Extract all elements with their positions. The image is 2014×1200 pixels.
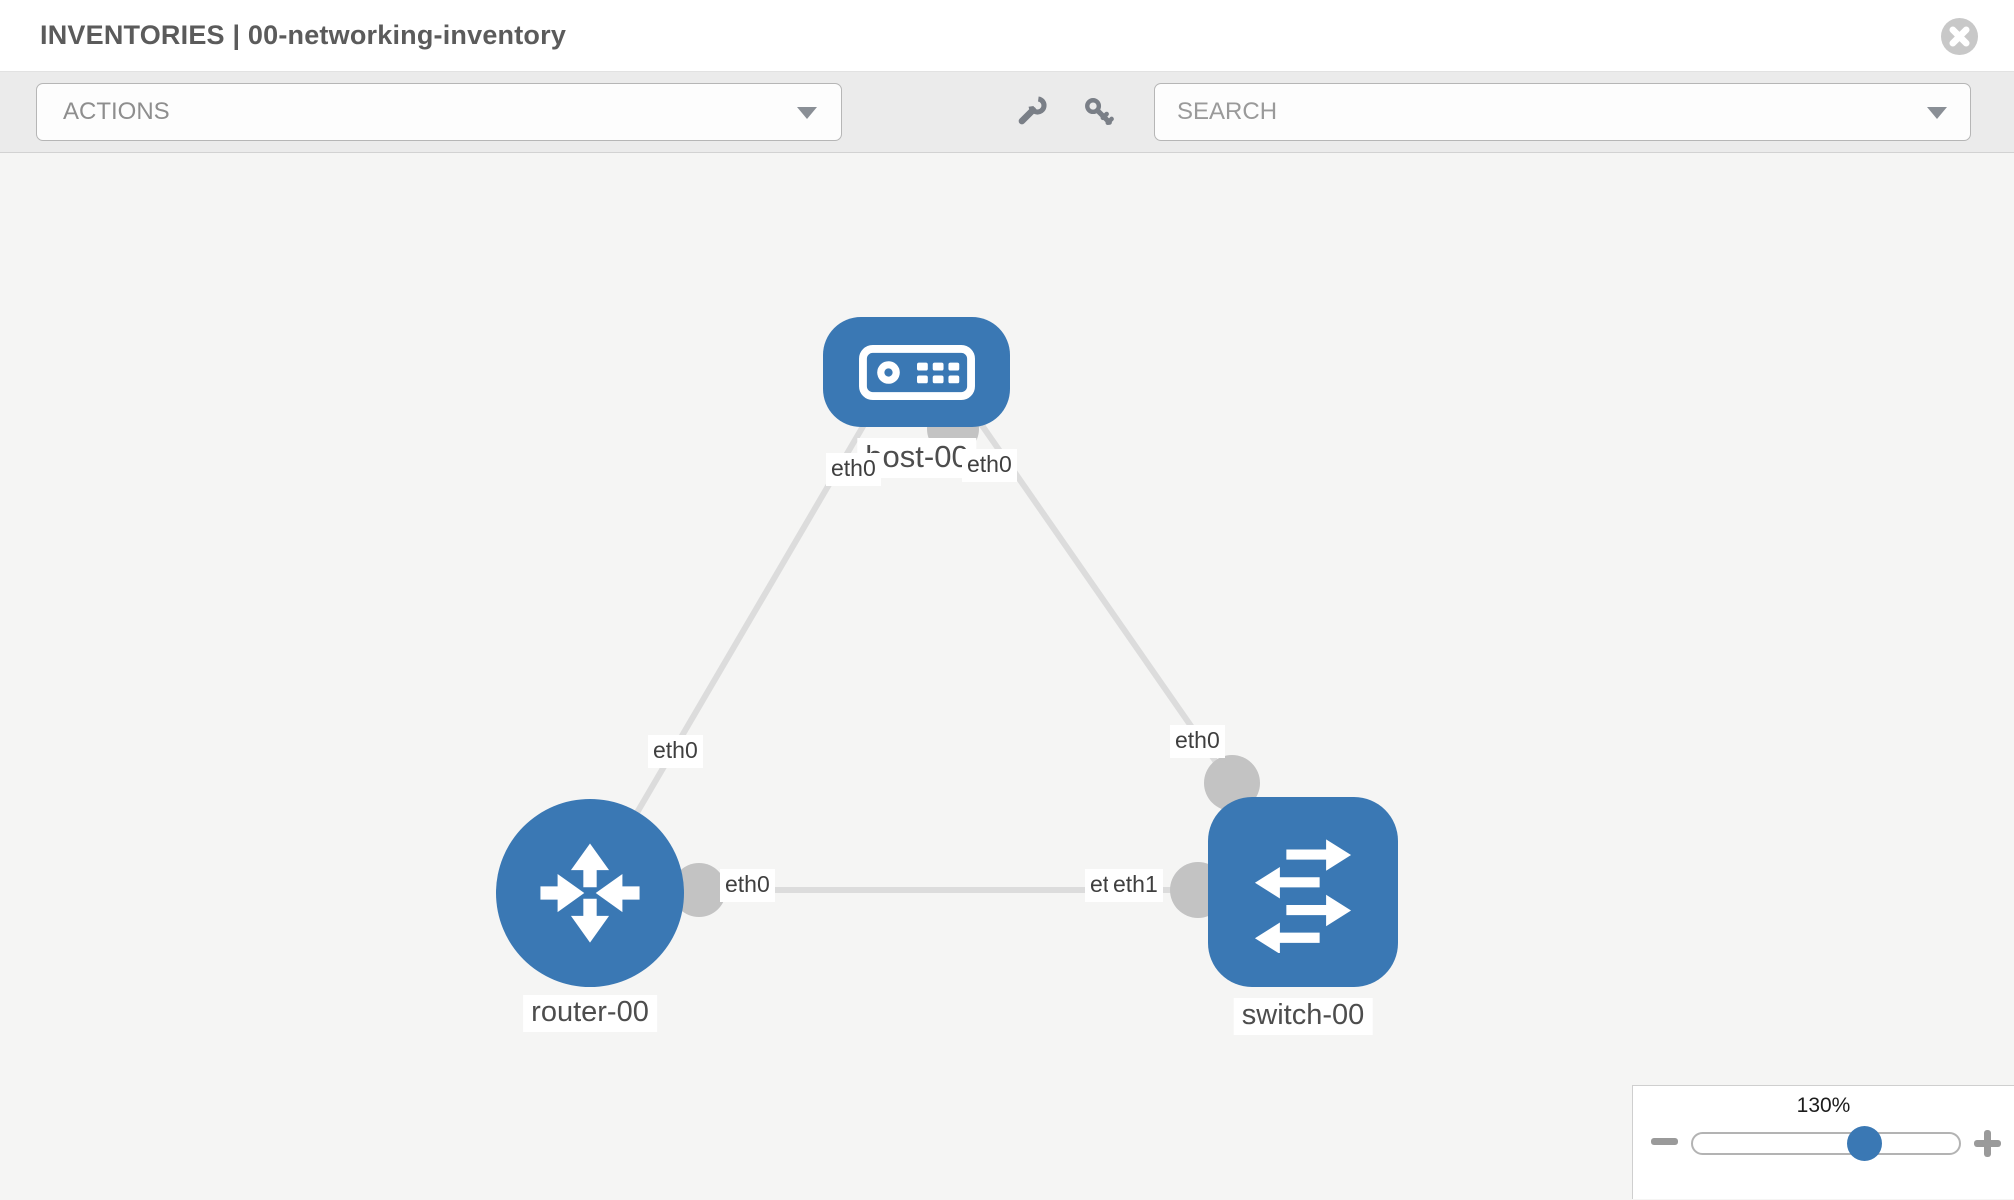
topology-canvas[interactable]: host-00 router-00 switch-00 eth0 eth0 et… — [0, 153, 2014, 1199]
toolbar-icons — [1014, 95, 1116, 129]
zoom-control-panel: 130% — [1632, 1085, 2014, 1199]
iface-label-host-eth0-to-router: eth0 — [826, 453, 881, 486]
key-icon[interactable] — [1082, 95, 1116, 129]
chevron-down-icon — [797, 107, 817, 119]
node-label-router: router-00 — [523, 995, 657, 1032]
router-icon — [540, 843, 640, 943]
close-icon[interactable] — [1941, 18, 1978, 55]
port-router-eth0 — [672, 863, 726, 917]
zoom-out-icon[interactable] — [1651, 1138, 1678, 1145]
actions-dropdown-label: ACTIONS — [63, 98, 170, 125]
search-dropdown — [1154, 83, 1971, 141]
zoom-slider-track[interactable] — [1691, 1132, 1961, 1155]
node-switch[interactable] — [1208, 797, 1398, 987]
toolbar: ACTIONS — [0, 72, 2014, 153]
search-input[interactable] — [1154, 83, 1971, 141]
iface-label-router-eth0-to-switch: eth0 — [720, 869, 775, 902]
node-router[interactable] — [496, 799, 684, 987]
chevron-down-icon — [1927, 107, 1947, 119]
iface-label-host-eth0-to-switch: eth0 — [962, 449, 1017, 482]
iface-label-switch-eth1: eth1 — [1108, 869, 1163, 902]
page-title: INVENTORIES | 00-networking-inventory — [40, 20, 567, 50]
node-host[interactable] — [823, 317, 1010, 427]
iface-label-router-eth0-to-host: eth0 — [648, 735, 703, 768]
actions-dropdown[interactable]: ACTIONS — [36, 83, 842, 141]
zoom-in-icon[interactable] — [1974, 1130, 2001, 1157]
switch-icon — [1254, 839, 1352, 953]
header-bar: INVENTORIES | 00-networking-inventory — [0, 0, 2014, 72]
host-icon — [858, 344, 975, 400]
iface-label-switch-eth0-to-host: eth0 — [1170, 725, 1225, 758]
wrench-icon[interactable] — [1014, 95, 1048, 129]
zoom-level-value: 130% — [1796, 1094, 1851, 1117]
topology-links-layer — [587, 403, 1260, 918]
zoom-slider-thumb[interactable] — [1847, 1126, 1882, 1161]
node-label-switch: switch-00 — [1233, 998, 1373, 1035]
